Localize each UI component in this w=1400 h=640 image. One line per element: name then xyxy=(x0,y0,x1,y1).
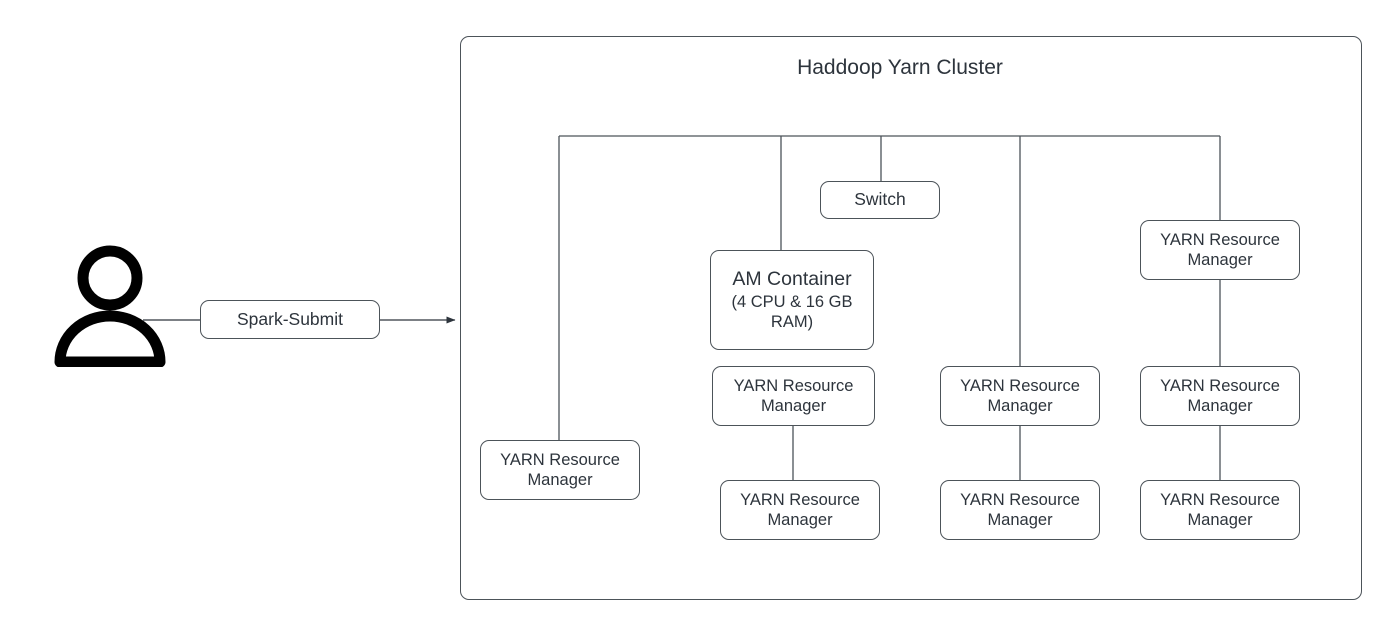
yarn-resource-manager-node[interactable]: YARN Resource Manager xyxy=(1140,366,1300,426)
yarn-resource-manager-node[interactable]: YARN Resource Manager xyxy=(940,480,1100,540)
yarn-resource-manager-label: YARN Resource Manager xyxy=(500,450,620,489)
yarn-resource-manager-label: YARN Resource Manager xyxy=(960,490,1080,529)
am-container-node[interactable]: AM Container (4 CPU & 16 GB RAM) xyxy=(710,250,874,350)
spark-submit-node[interactable]: Spark-Submit xyxy=(200,300,380,339)
switch-node[interactable]: Switch xyxy=(820,181,940,219)
cluster-title: Haddoop Yarn Cluster xyxy=(797,56,1003,79)
yarn-resource-manager-label: YARN Resource Manager xyxy=(733,376,854,415)
yarn-resource-manager-node[interactable]: YARN Resource Manager xyxy=(1140,480,1300,540)
yarn-resource-manager-node[interactable]: YARN Resource Manager xyxy=(712,366,875,426)
yarn-resource-manager-node[interactable]: YARN Resource Manager xyxy=(720,480,880,540)
am-container-label: AM Container (4 CPU & 16 GB RAM) xyxy=(711,268,873,332)
am-container-spec: (4 CPU & 16 GB RAM) xyxy=(731,292,853,331)
yarn-resource-manager-node[interactable]: YARN Resource Manager xyxy=(480,440,640,500)
yarn-resource-manager-label: YARN Resource Manager xyxy=(960,376,1080,415)
yarn-resource-manager-node[interactable]: YARN Resource Manager xyxy=(940,366,1100,426)
switch-label: Switch xyxy=(854,189,906,210)
user-actor-icon xyxy=(54,245,166,367)
yarn-resource-manager-label: YARN Resource Manager xyxy=(1160,490,1280,529)
yarn-resource-manager-label: YARN Resource Manager xyxy=(1160,230,1280,269)
hadoop-yarn-cluster-container xyxy=(460,36,1362,600)
yarn-resource-manager-label: YARN Resource Manager xyxy=(1160,376,1280,415)
yarn-resource-manager-label: YARN Resource Manager xyxy=(740,490,860,529)
spark-submit-label: Spark-Submit xyxy=(236,308,343,329)
am-container-title: AM Container xyxy=(732,267,852,290)
yarn-resource-manager-node[interactable]: YARN Resource Manager xyxy=(1140,220,1300,280)
